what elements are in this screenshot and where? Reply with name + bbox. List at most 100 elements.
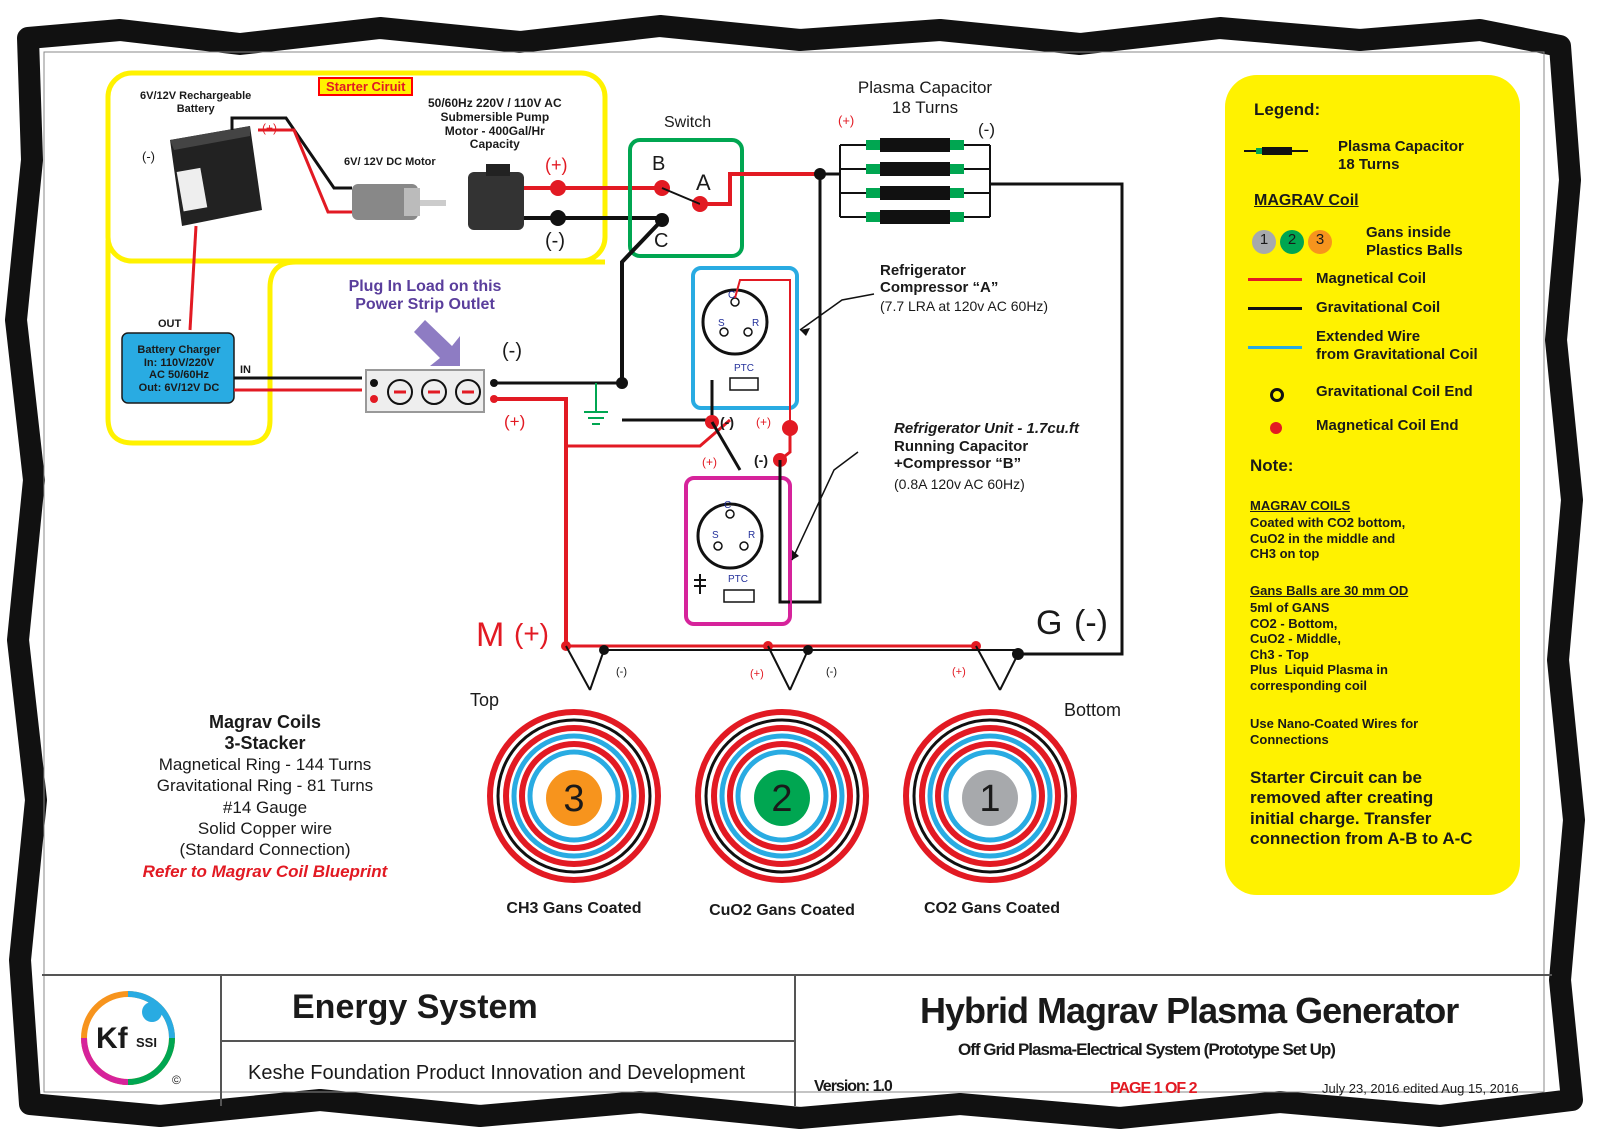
dc-motor-icon <box>352 184 446 220</box>
coil3-neg: (-) <box>616 666 627 678</box>
m-sign: (+) <box>514 618 549 649</box>
legend-extended-line <box>1248 346 1302 349</box>
legend-gans-head: Gans Balls are 30 mm OD <box>1250 583 1409 598</box>
switch-title: Switch <box>664 114 712 131</box>
logo-text: Kf <box>96 1022 128 1055</box>
starter-circuit-label: Starter Ciruit <box>318 77 414 96</box>
compressor-b-s: S <box>712 530 719 541</box>
logo-sub-text: SSI <box>136 1035 157 1050</box>
switch-box <box>628 138 744 258</box>
legend-extended-label: Extended Wire from Gravitational Coil <box>1316 328 1478 363</box>
compressor-b-title-italic: Refrigerator Unit - 1.7cu.ft <box>894 420 1080 437</box>
plasma-capacitor-title: Plasma Capacitor 18 Turns <box>857 78 993 117</box>
legend-mag-end-icon <box>1270 422 1282 434</box>
kf-logo-icon <box>81 991 175 1085</box>
compressor-b-neg: (-) <box>754 452 768 468</box>
g-sign: (-) <box>1074 604 1108 642</box>
legend-ball-icons <box>1252 230 1332 254</box>
power-strip-neg-label: (-) <box>502 340 522 362</box>
version-label: Version: 1.0 <box>814 1078 893 1095</box>
gans-ball-1 <box>962 770 1018 826</box>
legend-capacitor-icon <box>1244 147 1308 155</box>
pump-pos-label: (+) <box>545 155 568 175</box>
legend-gans-label: Gans inside Plastics Balls <box>1366 224 1463 259</box>
legend-gans-body: 5ml of GANS CO2 - Bottom, CuO2 - Middle,… <box>1250 600 1388 693</box>
copyright-mark: © <box>172 1073 181 1087</box>
legend-magnetical-label: Magnetical Coil <box>1316 270 1427 287</box>
main-title: Hybrid Magrav Plasma Generator <box>920 990 1459 1031</box>
foundation-line: Keshe Foundation Product Innovation and … <box>248 1062 746 1084</box>
m-label: M <box>476 616 505 654</box>
switch-a-label: A <box>696 170 711 195</box>
battery-pos-label: (+) <box>262 121 277 135</box>
compressor-b-pos: (+) <box>702 455 717 469</box>
compressor-b-r: R <box>748 530 756 541</box>
energy-system-title: Energy System <box>292 988 538 1026</box>
battery-charger-box <box>121 332 235 404</box>
ground-icon <box>584 383 608 425</box>
charger-in-label: IN <box>240 364 251 376</box>
compressor-a-pos: (+) <box>756 415 771 429</box>
legend-gravitational-label: Gravitational Coil <box>1316 299 1441 316</box>
legend-ball-1: 1 <box>1259 231 1269 248</box>
legend-ball-2: 2 <box>1287 231 1297 248</box>
compressor-b-box <box>684 476 792 626</box>
compressor-a-spec: (7.7 LRA at 120v AC 60Hz) <box>880 298 1049 314</box>
legend-panel <box>1225 75 1520 895</box>
main-subtitle: Off Grid Plasma-Electrical System (Proto… <box>958 1040 1336 1059</box>
dc-motor-label: 6V/ 12V DC Motor <box>344 156 436 168</box>
compressor-b-ptc: PTC <box>728 574 748 585</box>
plug-arrow-icon <box>414 320 460 366</box>
coil1-pos: (+) <box>952 666 966 678</box>
coil-2-caption: CuO2 Gans Coated <box>709 902 855 919</box>
legend-capacitor-label: Plasma Capacitor 18 Turns <box>1338 138 1464 173</box>
coil-notes-title: Magrav Coils 3-Stacker <box>208 712 322 753</box>
switch-c-label: C <box>654 230 669 252</box>
capacitor-neg-label: (-) <box>978 120 995 139</box>
pump-neg-label: (-) <box>545 230 565 252</box>
switch-b-label: B <box>652 153 666 175</box>
legend-title: Legend: <box>1254 100 1321 119</box>
legend-magrav-coils-body: Coated with CO2 bottom, CuO2 in the midd… <box>1250 515 1406 562</box>
torn-border <box>5 15 1585 1129</box>
compressor-b-c: C <box>724 500 732 511</box>
coil-1-caption: CO2 Gans Coated <box>923 900 1061 917</box>
magrav-coil-1 <box>903 645 1077 883</box>
charger-out-label: OUT <box>158 318 182 330</box>
coil2-pos: (+) <box>750 668 764 680</box>
page-label: PAGE 1 OF 2 <box>1110 1080 1198 1097</box>
magrav-coil-2 <box>695 645 869 883</box>
title-block <box>42 974 1552 1116</box>
g-label: G <box>1036 604 1063 642</box>
battery-charger-label: Battery Charger In: 110V/220V AC 50/60Hz… <box>137 344 221 394</box>
top-label: Top <box>470 690 500 710</box>
ball-3-number: 3 <box>563 778 585 820</box>
compressor-a-r: R <box>752 318 760 329</box>
battery-neg-label: (-) <box>142 149 155 164</box>
legend-note-title: Note: <box>1250 456 1294 475</box>
compressor-b-title: Running Capacitor +Compressor “B” <box>894 438 1029 473</box>
legend-nano-note: Use Nano-Coated Wires for Connections <box>1250 716 1419 747</box>
battery-icon <box>170 126 262 226</box>
magrav-coil-3 <box>487 645 661 883</box>
compressor-a-ptc: PTC <box>734 363 754 374</box>
compressor-a-box <box>691 266 799 410</box>
capacitor-pos-label: (+) <box>838 113 855 128</box>
bottom-label: Bottom <box>1064 700 1122 720</box>
coil2-neg: (-) <box>826 666 837 678</box>
power-strip-pos-label: (+) <box>504 412 526 431</box>
pump-icon <box>468 164 524 230</box>
legend-ball-3: 3 <box>1315 231 1325 248</box>
ball-2-number: 2 <box>771 778 793 820</box>
gans-ball-3 <box>546 770 602 826</box>
compressor-a-title: Refrigerator Compressor “A” <box>880 262 999 297</box>
power-strip-label: Plug In Load on this Power Strip Outlet <box>348 278 502 314</box>
coil-blueprint-ref: Refer to Magrav Coil Blueprint <box>142 862 388 881</box>
legend-mag-end-label: Magnetical Coil End <box>1316 417 1459 434</box>
ball-1-number: 1 <box>979 778 1001 820</box>
gans-ball-2 <box>754 770 810 826</box>
legend-gravitational-line <box>1248 307 1302 310</box>
compressor-a-s: S <box>718 318 725 329</box>
legend-starter-note: Starter Circuit can be removed after cre… <box>1250 768 1473 849</box>
